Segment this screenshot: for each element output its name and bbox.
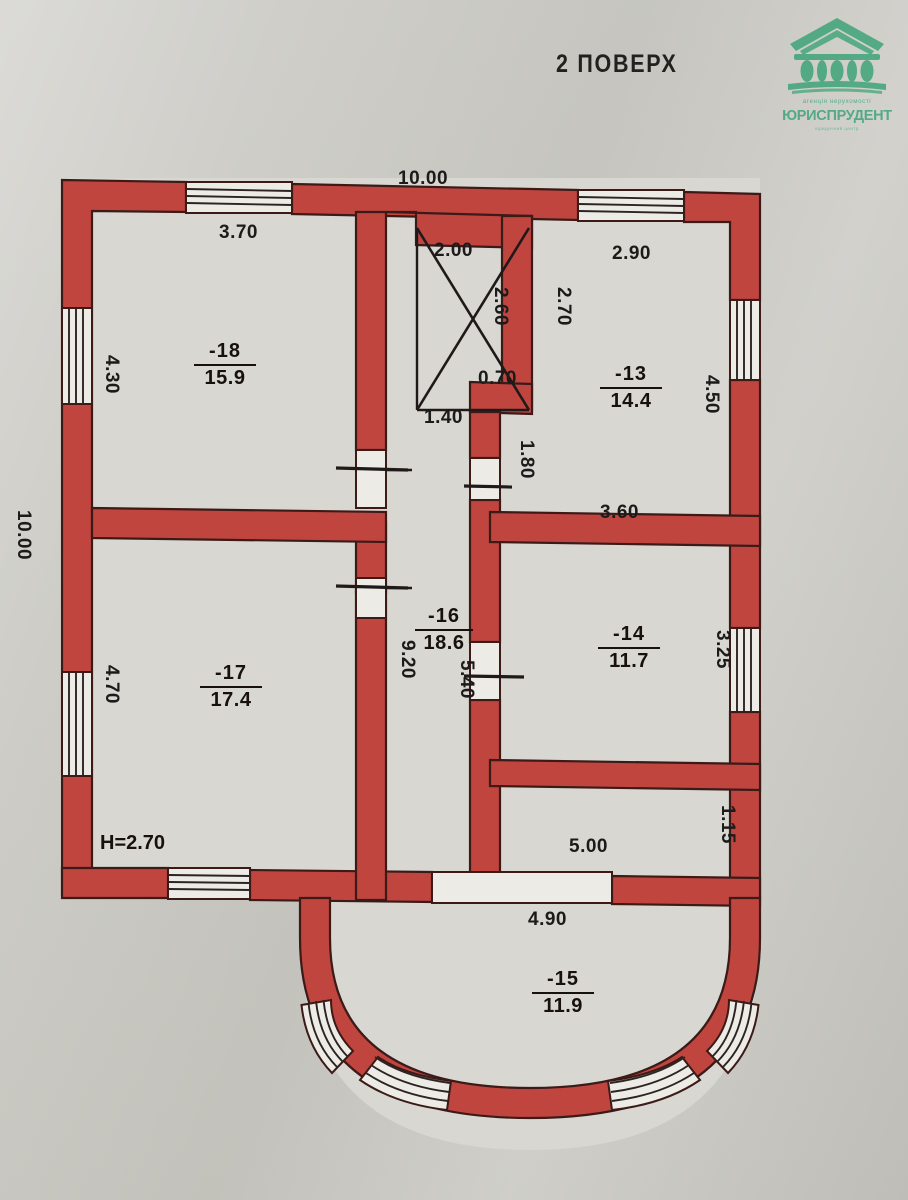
wall-partition-lower <box>354 590 388 902</box>
room-label-rule <box>600 387 662 390</box>
stair-void <box>415 227 531 412</box>
room-label-16: -16 18.6 <box>404 605 484 655</box>
dim-room13-height: 4.50 <box>701 375 722 414</box>
room-label-rule <box>194 364 256 367</box>
room-number: -18 <box>209 340 241 362</box>
wall-right-mid <box>728 378 762 630</box>
door-swing-line <box>463 674 525 679</box>
dim-corridor-len: 9.20 <box>397 640 418 679</box>
dim-room14-height: 3.25 <box>712 630 733 669</box>
dim-overall-left: 10.00 <box>13 510 34 561</box>
window-right-lower <box>729 627 761 713</box>
room-area: 11.9 <box>543 995 583 1018</box>
windows <box>61 181 761 904</box>
room-label-rule <box>532 992 594 995</box>
room-area: 17.4 <box>210 689 252 712</box>
dim-corridor-5-40: 5.40 <box>456 660 477 699</box>
window-left-upper <box>61 307 93 405</box>
dim-room18-width: 3.70 <box>219 222 258 243</box>
room-number: -16 <box>428 605 460 627</box>
room-number: -14 <box>613 623 645 645</box>
page-title: 2 ПОВЕРХ <box>556 50 678 78</box>
dim-room17-height: 4.70 <box>101 665 122 704</box>
room-label-rule <box>598 647 660 650</box>
dim-room13-bottom: 3.60 <box>600 502 639 523</box>
dim-overall-top: 10.00 <box>398 168 449 189</box>
wall-corridor-right-a <box>468 410 502 460</box>
bay-window-gaps <box>300 998 760 1112</box>
window-top-left <box>185 181 293 214</box>
dim-room13-width: 2.90 <box>612 243 651 264</box>
wall-bottom-left <box>60 866 170 900</box>
agency-logo: агенція нерухомості ЮРИСПРУДЕНТ юридични… <box>778 14 896 142</box>
ceiling-height-note: H=2.70 <box>100 832 166 854</box>
door-swing-line <box>463 484 513 489</box>
room-label-17: -17 17.4 <box>186 662 276 712</box>
dim-bottom-1-15: 1.15 <box>717 805 738 844</box>
dim-bay-4-90: 4.90 <box>528 909 567 930</box>
dimension-ticks <box>386 468 412 590</box>
room-label-rule <box>200 686 262 689</box>
window-top-right <box>577 189 685 222</box>
room-area: 11.7 <box>609 650 649 673</box>
room-label-14: -14 11.7 <box>584 623 674 673</box>
logo-tagline: агенція нерухомості <box>802 98 872 105</box>
wall-room14-bottom <box>488 758 762 792</box>
wall-bottom-midleft <box>248 868 434 904</box>
room-area: 15.9 <box>204 367 246 390</box>
dim-room13-left: 2.70 <box>553 287 574 326</box>
opening-bottom-to-bay <box>431 871 613 904</box>
room-area: 14.4 <box>610 390 652 413</box>
wall-partition-horizontal <box>90 506 388 544</box>
dim-void-small: 0.70 <box>478 368 517 389</box>
dim-room18-height: 4.30 <box>101 355 122 394</box>
wall-partition-upper <box>354 210 388 452</box>
dim-bottom-5-00: 5.00 <box>569 836 608 857</box>
dim-void-bottom: 1.40 <box>424 407 463 428</box>
logo-subtitle: юридичний центр <box>815 126 859 131</box>
window-bottom-left <box>167 867 251 900</box>
room-area: 18.6 <box>423 632 465 655</box>
dim-door-1-80: 1.80 <box>516 440 537 479</box>
room-number: -13 <box>615 363 647 385</box>
window-right-upper <box>729 299 761 381</box>
window-left-lower <box>61 671 93 777</box>
dim-void-height: 2.60 <box>490 287 511 326</box>
logo-name: ЮРИСПРУДЕНТ <box>782 108 892 124</box>
room-number: -17 <box>215 662 247 684</box>
room-label-rule <box>415 629 473 632</box>
wall-between-13-14 <box>488 510 762 548</box>
room-number: -15 <box>547 968 579 990</box>
room-label-18: -18 15.9 <box>180 340 270 390</box>
wall-corridor-right-c <box>468 698 502 902</box>
room-label-15: -15 11.9 <box>518 968 608 1018</box>
dim-void-width: 2.00 <box>434 240 473 261</box>
classical-building-icon <box>788 18 886 94</box>
room-label-13: -13 14.4 <box>586 363 676 413</box>
door-openings <box>335 449 525 701</box>
